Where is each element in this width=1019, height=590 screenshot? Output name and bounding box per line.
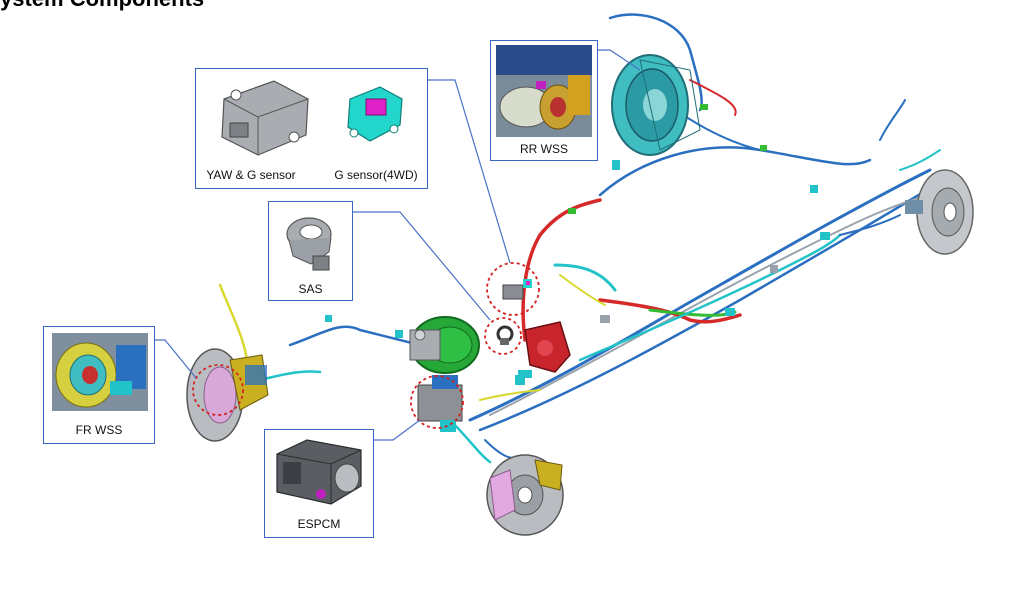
fr-wss-leader [155,339,197,379]
yaw-sensor-in-vehicle [502,279,532,300]
brake-booster [409,316,480,374]
yaw-g-sensor-image [221,80,309,156]
yaw-sensor-location-circle [486,262,540,316]
brake-lines [218,13,941,464]
line-clips [325,104,830,385]
dashed-location-circles [192,262,540,429]
rr-wss-leader [598,49,641,71]
rear-right-wheel-assembly [611,54,701,156]
red-valve-assembly [518,321,571,378]
g-sensor-4wd-label: G sensor(4WD) [334,168,418,182]
rr-wss-label: RR WSS [520,142,568,156]
fr-wss-image [52,333,148,411]
leader-lines [155,49,641,441]
rear-left-wheel-assembly [905,169,974,255]
g-sensor-4wd-image [347,86,403,142]
fr-wss-callout: FR WSS [43,326,155,444]
sas-image [286,217,332,271]
espcm-label: ESPCM [297,517,341,531]
espcm-leader [374,419,421,441]
fr-wss-location-circle [192,364,244,416]
espcm-location-circle [410,375,464,429]
rr-wss-image [496,45,592,137]
sas-callout: SAS [268,201,353,301]
front-right-wheel-assembly [486,454,564,536]
rr-wss-callout: RR WSS [490,40,598,161]
espcm-callout: ESPCM [264,429,374,538]
sas-location-circle [484,317,522,355]
page-title: ystem Components [0,0,204,12]
espcm-image [276,439,362,505]
sas-leader [353,211,491,321]
sas-label: SAS [298,282,323,296]
sas-in-vehicle [496,325,514,345]
yaw-g-sensor-label: YAW & G sensor [206,168,296,182]
fr-wss-label: FR WSS [75,423,123,437]
yaw-sensor-leader [428,79,511,264]
yaw-g-sensor-callout: YAW & G sensor G sensor(4WD) [195,68,428,189]
